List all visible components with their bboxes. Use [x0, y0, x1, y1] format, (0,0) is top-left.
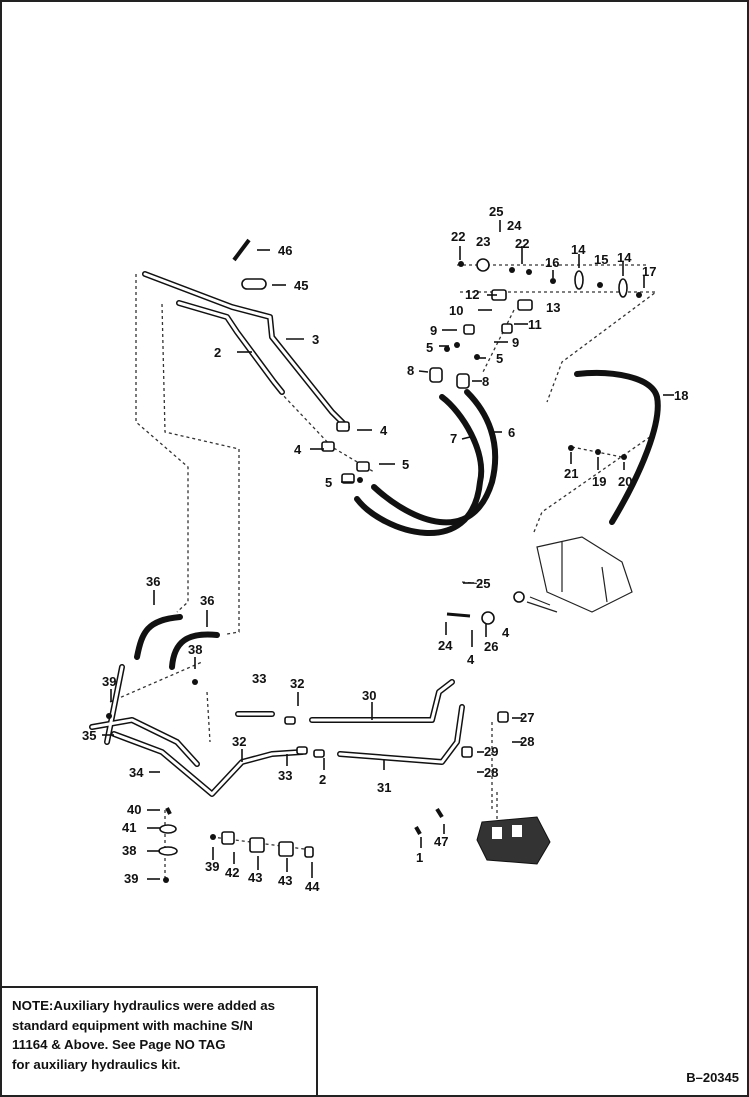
- callout-21: 21: [564, 466, 578, 481]
- callout-36: 36: [146, 574, 160, 589]
- callout-38: 38: [122, 843, 136, 858]
- callout-17: 17: [642, 264, 656, 279]
- note-line: standard equipment with machine S/N: [12, 1017, 253, 1033]
- note-line: 11164 & Above. See Page NO TAG: [12, 1037, 226, 1052]
- callout-35: 35: [82, 728, 96, 743]
- callout-39: 39: [205, 859, 219, 874]
- callout-labels: 46 45 3 2 4 4 5 5 25 24 23 22 22 16 14 1…: [82, 204, 688, 894]
- callout-8: 8: [482, 374, 489, 389]
- callout-36: 36: [200, 593, 214, 608]
- callout-44: 44: [305, 879, 320, 894]
- small-parts: [106, 261, 642, 883]
- callout-1: 1: [416, 850, 423, 865]
- callout-18: 18: [674, 388, 688, 403]
- callout-9: 9: [512, 335, 519, 350]
- callout-43: 43: [278, 873, 292, 888]
- callout-9: 9: [430, 323, 437, 338]
- callout-27: 27: [520, 710, 534, 725]
- callout-22: 22: [515, 236, 529, 251]
- callout-20: 20: [618, 474, 632, 489]
- callout-4: 4: [467, 652, 475, 667]
- callout-34: 34: [129, 765, 144, 780]
- callout-39: 39: [124, 871, 138, 886]
- callout-5: 5: [426, 340, 433, 355]
- callout-19: 19: [592, 474, 606, 489]
- callout-32: 32: [232, 734, 246, 749]
- callout-4: 4: [502, 625, 510, 640]
- callout-28: 28: [520, 734, 534, 749]
- components: [158, 238, 628, 856]
- callout-13: 13: [546, 300, 560, 315]
- callout-5: 5: [402, 457, 409, 472]
- callout-14: 14: [571, 242, 586, 257]
- callout-30: 30: [362, 688, 376, 703]
- callout-2: 2: [214, 345, 221, 360]
- callout-47: 47: [434, 834, 448, 849]
- callout-33: 33: [252, 671, 266, 686]
- callout-23: 23: [476, 234, 490, 249]
- callout-14: 14: [617, 250, 632, 265]
- hydraulic-hoses: [134, 369, 661, 670]
- callout-25: 25: [489, 204, 503, 219]
- callout-26: 26: [484, 639, 498, 654]
- leader-lines: [102, 220, 674, 880]
- callout-28: 28: [484, 765, 498, 780]
- callout-31: 31: [377, 780, 391, 795]
- note-line: for auxiliary hydraulics kit.: [12, 1056, 181, 1072]
- bracket-outlines: [526, 536, 633, 613]
- callout-4: 4: [294, 442, 302, 457]
- callout-2: 2: [319, 772, 326, 787]
- callout-39: 39: [102, 674, 116, 689]
- fittings: [221, 289, 533, 858]
- callout-33: 33: [278, 768, 292, 783]
- callout-10: 10: [449, 303, 463, 318]
- callout-46: 46: [278, 243, 292, 258]
- callout-24: 24: [507, 218, 522, 233]
- callout-24: 24: [438, 638, 453, 653]
- callout-3: 3: [312, 332, 319, 347]
- callout-29: 29: [484, 744, 498, 759]
- callout-4: 4: [380, 423, 388, 438]
- callout-42: 42: [225, 865, 239, 880]
- callout-43: 43: [248, 870, 262, 885]
- callout-5: 5: [496, 351, 503, 366]
- note-line: NOTE:Auxiliary hydraulics were added as: [12, 998, 276, 1013]
- callout-38: 38: [188, 642, 202, 657]
- callout-45: 45: [294, 278, 308, 293]
- rigid-tubes: [89, 271, 465, 797]
- callout-6: 6: [508, 425, 515, 440]
- callout-16: 16: [545, 255, 559, 270]
- drawing-number: B–20345: [686, 1070, 739, 1085]
- callout-22: 22: [451, 229, 465, 244]
- callout-11: 11: [528, 317, 542, 332]
- callout-15: 15: [594, 252, 608, 267]
- callout-40: 40: [127, 802, 141, 817]
- callout-25: 25: [476, 576, 490, 591]
- callout-12: 12: [465, 287, 479, 302]
- note-box: NOTE:Auxiliary hydraulics were added as …: [2, 986, 318, 1095]
- callout-5: 5: [325, 475, 332, 490]
- control-valve: [476, 816, 551, 865]
- callout-8: 8: [407, 363, 414, 378]
- callout-32: 32: [290, 676, 304, 691]
- callout-41: 41: [122, 820, 136, 835]
- callout-7: 7: [450, 431, 457, 446]
